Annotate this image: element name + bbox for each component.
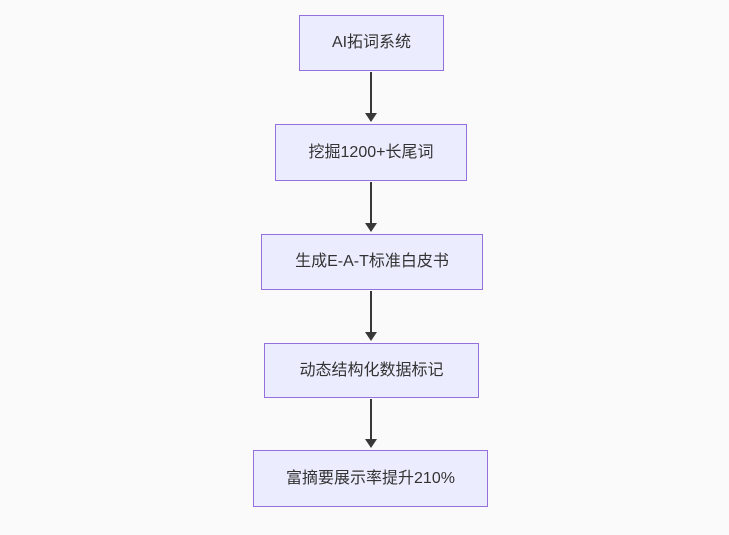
flow-node-ai-keyword-system: AI拓词系统 [299, 15, 444, 71]
flow-arrow-3 [365, 291, 377, 341]
arrow-line [370, 72, 372, 113]
flow-node-label: 富摘要展示率提升210% [286, 469, 455, 487]
flow-node-label: 挖掘1200+长尾词 [308, 143, 434, 161]
arrow-line [370, 182, 372, 223]
flow-node-rich-snippet-result: 富摘要展示率提升210% [253, 450, 488, 507]
flow-node-longtail-mining: 挖掘1200+长尾词 [275, 124, 467, 181]
flow-node-label: AI拓词系统 [331, 34, 412, 52]
arrow-line [370, 291, 372, 332]
flow-arrow-4 [365, 399, 377, 448]
flow-arrow-1 [365, 72, 377, 122]
arrowhead-down-icon [365, 113, 377, 122]
arrowhead-down-icon [365, 332, 377, 341]
flow-node-structured-data: 动态结构化数据标记 [264, 343, 479, 398]
arrowhead-down-icon [365, 439, 377, 448]
flow-node-eat-whitepaper: 生成E-A-T标准白皮书 [261, 234, 483, 290]
flow-arrow-2 [365, 182, 377, 232]
flow-node-label: 动态结构化数据标记 [299, 361, 444, 379]
arrowhead-down-icon [365, 223, 377, 232]
flow-node-label: 生成E-A-T标准白皮书 [295, 253, 449, 271]
arrow-line [370, 399, 372, 439]
